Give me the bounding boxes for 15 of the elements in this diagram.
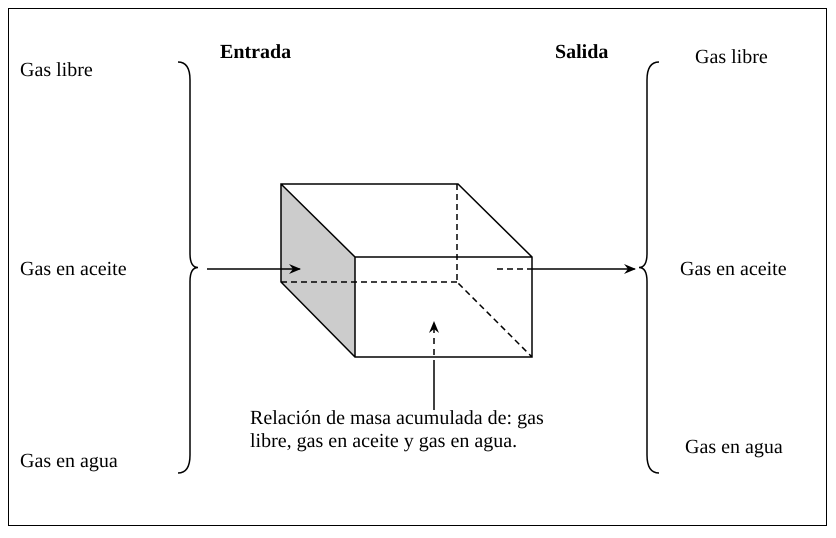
gas-phase-label: Gas en aceite bbox=[680, 258, 787, 281]
column-heading: Entrada bbox=[220, 41, 292, 64]
arrow bbox=[497, 264, 636, 274]
arrow bbox=[207, 264, 301, 274]
gas-phase-label: Gas en agua bbox=[20, 450, 118, 473]
column-heading: Salida bbox=[555, 41, 608, 64]
cube-drawing bbox=[280, 183, 533, 358]
annotation-text: Relación de masa acumulada de: gas libre, gas en aceite y gas en agua. bbox=[250, 407, 545, 453]
gas-phase-label: Gas en agua bbox=[685, 436, 783, 459]
gas-phase-label: Gas libre bbox=[695, 46, 768, 69]
leader-line bbox=[429, 321, 439, 410]
gas-phase-label: Gas libre bbox=[20, 59, 93, 82]
gas-phase-label: Gas en aceite bbox=[20, 258, 127, 281]
curly-brace bbox=[638, 60, 661, 475]
curly-brace bbox=[176, 60, 199, 475]
